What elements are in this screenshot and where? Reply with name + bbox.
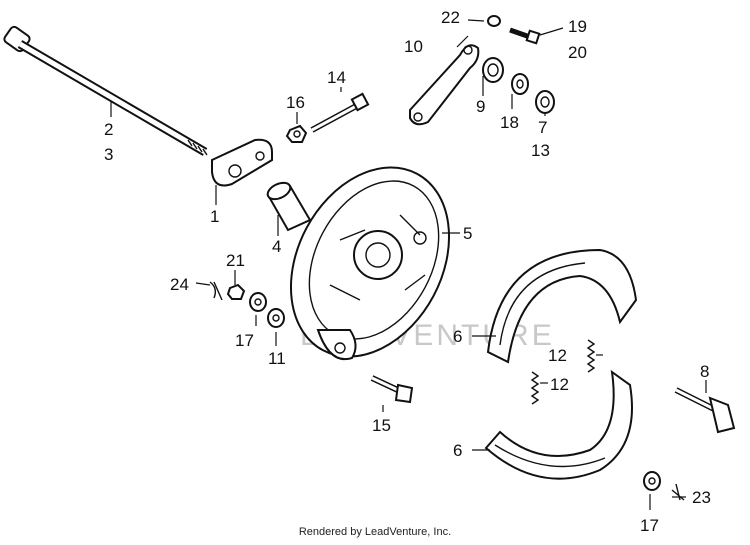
- cotter-pin-24-part: [209, 281, 223, 301]
- seal-11-part: [267, 308, 285, 328]
- cam-part: [370, 375, 414, 404]
- axle-plate-part: [211, 138, 273, 187]
- callout-23: 23: [692, 488, 711, 507]
- callout-8: 8: [700, 362, 709, 381]
- callout-11: 11: [268, 349, 286, 368]
- nut-part: [285, 124, 308, 143]
- callout-9: 9: [476, 97, 485, 116]
- callout-22: 22: [441, 8, 460, 27]
- washer-17-part: [249, 292, 267, 312]
- callout-21: 21: [226, 251, 245, 270]
- callouts: 2 3 1 4 5 6 6 8 10 9 18 7 13 22 19 20 14…: [104, 8, 711, 535]
- brake-shoe-upper-part: [486, 248, 638, 364]
- callout-12-lower: 12: [550, 375, 569, 394]
- footer-credit: Rendered by LeadVenture, Inc.: [298, 526, 452, 538]
- callout-17-left: 17: [235, 331, 254, 350]
- axle-part: [3, 25, 208, 156]
- callout-20: 20: [568, 43, 587, 62]
- bolt-8-part: [674, 387, 736, 434]
- seal-part: [482, 57, 504, 83]
- callout-15: 15: [372, 416, 391, 435]
- washer-7-part: [535, 90, 555, 114]
- callout-14: 14: [327, 68, 346, 87]
- callout-3: 3: [104, 145, 113, 164]
- washer-22-part: [487, 15, 501, 27]
- brake-arm-part: [409, 44, 480, 126]
- callout-1: 1: [210, 207, 219, 226]
- spring-lower-part: [530, 371, 540, 405]
- leader-lines: [110, 19, 707, 510]
- bolt-19-part: [509, 27, 541, 45]
- collar-part: [266, 181, 312, 232]
- callout-2: 2: [104, 120, 113, 139]
- nut-21-part: [226, 283, 246, 300]
- callout-6-lower: 6: [453, 441, 462, 460]
- callout-7: 7: [538, 118, 547, 137]
- callout-12-upper: 12: [548, 346, 567, 365]
- callout-5: 5: [463, 224, 472, 243]
- callout-4: 4: [272, 237, 281, 256]
- callout-19: 19: [568, 17, 587, 36]
- callout-24: 24: [170, 275, 189, 294]
- washer-18-part: [511, 73, 529, 95]
- callout-18: 18: [500, 113, 519, 132]
- spring-upper-part: [586, 339, 596, 373]
- washer-17b-part: [643, 471, 661, 491]
- brake-panel-part: [289, 166, 451, 361]
- callout-13: 13: [531, 141, 550, 160]
- callout-16: 16: [286, 93, 305, 112]
- brake-shoe-lower-part: [484, 369, 633, 480]
- callout-10: 10: [404, 37, 423, 56]
- callout-17-right: 17: [640, 516, 659, 535]
- bolt-part: [310, 92, 370, 133]
- callout-6-upper: 6: [453, 327, 462, 346]
